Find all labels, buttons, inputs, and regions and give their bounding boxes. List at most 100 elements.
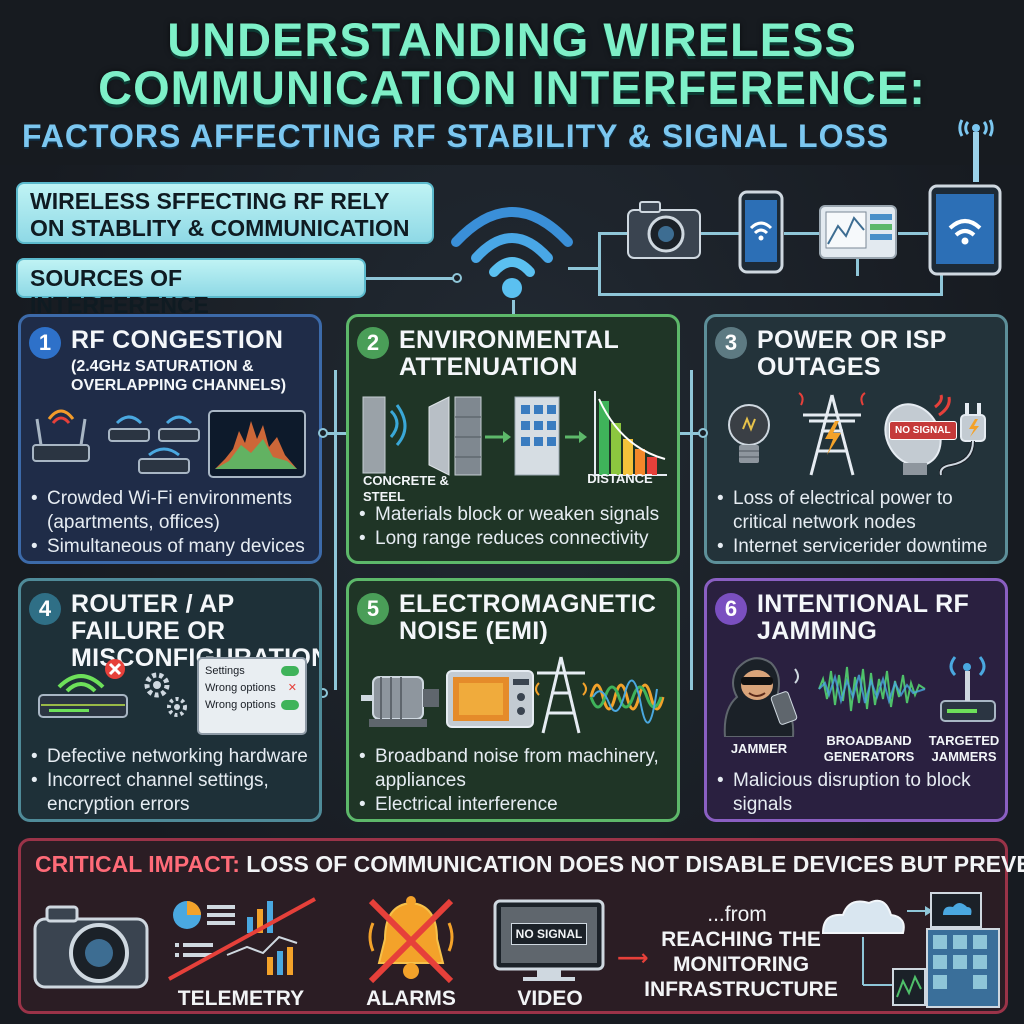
connector-line	[598, 267, 601, 295]
card-title: POWER OR ISP OUTAGES	[757, 326, 947, 381]
impact-item-telemetry: TELEMETRY	[177, 987, 305, 1010]
power-plug-icon	[939, 403, 986, 476]
connector-line	[690, 370, 693, 690]
connector-line	[784, 232, 820, 235]
connector-line	[898, 232, 928, 235]
connector-line	[366, 277, 456, 280]
caption-concrete-steel: CONCRETE & STEEL	[363, 473, 449, 504]
antenna-icon	[958, 119, 994, 182]
toggle-icon	[281, 666, 299, 676]
critical-impact-panel: CRITICAL IMPACT: LOSS OF COMMUNICATION D…	[18, 838, 1024, 1014]
connector-line	[334, 370, 337, 690]
impact-label: CRITICAL IMPACT:	[35, 851, 240, 877]
targeted-jammer-icon	[940, 656, 996, 722]
card-number: 2	[357, 327, 389, 359]
attenuation-diagram-icon	[362, 391, 667, 476]
card-rf-congestion: 1 RF CONGESTION (2.4GHz SATURATION & OVE…	[18, 314, 322, 564]
bullet-item: Malicious disruption to block signals	[717, 769, 1005, 817]
card-rf-jamming: 6 INTENTIONAL RF JAMMING JAMMER BROADBAN…	[704, 578, 1008, 822]
broadband-noise-icon	[818, 666, 926, 712]
connector-dot	[452, 273, 462, 283]
connector-line	[512, 300, 515, 316]
bullet-item: Broadband noise from machinery, applianc…	[359, 745, 677, 793]
camera-icon	[627, 201, 701, 259]
caption-jammer: JAMMER	[730, 741, 788, 756]
settings-row: Wrong options	[205, 697, 299, 714]
settings-label: Settings	[205, 665, 245, 677]
card-bullets: Loss of electrical power to critical net…	[717, 487, 1005, 559]
card-bullets: Malicious disruption to block signals	[717, 769, 1005, 817]
card-title: ELECTROMAGNETIC NOISE (EMI)	[399, 590, 657, 645]
impact-heading: CRITICAL IMPACT: LOSS OF COMMUNICATION D…	[35, 851, 1024, 878]
card-title: RF CONGESTION	[71, 326, 284, 354]
error-x-icon: ✕	[287, 682, 297, 694]
no-signal-badge: NO SIGNAL	[889, 421, 957, 440]
card-number: 3	[715, 327, 747, 359]
cloud-infrastructure-icon	[821, 892, 1000, 1008]
settings-row: Wrong options ✕	[205, 680, 299, 697]
connector-line	[568, 267, 598, 270]
bullet-item: Internet servicerider downtime	[717, 535, 1005, 559]
caption-distance: DISTANCE	[587, 471, 653, 486]
power-line-noise-icon	[535, 656, 665, 734]
caption-targeted-jammers: TARGETED JAMMERS	[928, 733, 1000, 764]
card-bullets: Materials block or weaken signals Long r…	[359, 503, 677, 551]
settings-panel: Settings Wrong options ✕ Wrong options	[197, 657, 307, 735]
alarm-bell-icon	[368, 896, 454, 984]
gear-icon	[144, 672, 187, 717]
impact-item-alarms: ALARMS	[366, 987, 456, 1010]
bullet-item: Simultaneous of many devices	[31, 535, 319, 559]
camera-icon	[33, 905, 149, 989]
connector-dot	[698, 428, 708, 438]
monitor-device-icon	[819, 205, 897, 259]
connector-line	[700, 232, 740, 235]
no-signal-screen-text: NO SIGNAL	[511, 923, 587, 945]
smartphone-icon	[738, 190, 784, 274]
title-line-2: COMMUNICATION INTERFERENCE:	[98, 61, 926, 114]
connector-line	[856, 258, 859, 276]
card-subtitle: (2.4GHz SATURATION & OVERLAPPING CHANNEL…	[71, 358, 287, 394]
connector-line	[598, 232, 628, 235]
toggle-icon	[281, 700, 299, 710]
bullet-item: Incorrect channel settings, encryption e…	[31, 769, 319, 817]
card-title: INTENTIONAL RF JAMMING	[757, 590, 970, 645]
bullet-item: Defective networking hardware	[31, 745, 319, 769]
tablet-icon	[928, 184, 1002, 276]
card-bullets: Broadband noise from machinery, applianc…	[359, 745, 677, 817]
router-error-icon	[38, 659, 128, 718]
lightbulb-icon	[728, 404, 770, 463]
motor-icon	[361, 676, 439, 727]
settings-row: Settings	[205, 663, 299, 680]
card-title: ENVIRONMENTAL ATTENUATION	[399, 326, 619, 381]
caption-broadband-generators: BROADBAND GENERATORS	[823, 733, 915, 764]
card-emi-noise: 5 ELECTROMAGNETIC NOISE (EMI)	[346, 578, 680, 822]
card-router-failure: 4 ROUTER / AP FAILURE OR MISCONFIGURATIO…	[18, 578, 322, 822]
reaching-target-text: REACHING THE MONITORING INFRASTRUCTURE	[644, 928, 838, 1001]
card-power-isp-outages: 3 POWER OR ISP OUTAGES NO SIGNAL	[704, 314, 1008, 564]
wifi-icon	[451, 207, 573, 298]
connector-dot	[318, 428, 328, 438]
power-tower-icon	[798, 392, 866, 476]
card-bullets: Defective networking hardware Incorrect …	[31, 745, 319, 817]
bullet-item: Electrical interference	[359, 793, 677, 817]
bullet-item: Long range reduces connectivity	[359, 527, 677, 551]
card-bullets: Crowded Wi-Fi environments (apartments, …	[31, 487, 319, 559]
card-number: 6	[715, 593, 747, 625]
card-number: 1	[29, 327, 61, 359]
spectrum-monitor-icon	[208, 410, 306, 478]
router-cluster-icon	[32, 409, 200, 474]
settings-label: Wrong options	[205, 682, 276, 694]
arrow-icon: ⟶	[617, 945, 649, 970]
intro-pill: WIRELESS SFFECTING RF RELY ON STABLITY &…	[16, 182, 434, 244]
bullet-item: Loss of electrical power to critical net…	[717, 487, 1005, 535]
impact-text: LOSS OF COMMUNICATION DOES NOT DISABLE D…	[246, 851, 1024, 877]
title-line-1: UNDERSTANDING WIRELESS	[167, 13, 857, 66]
sources-pill: SOURCES OF INTERFERENCE	[16, 258, 366, 318]
subtitle: FACTORS AFFECTING RF STABILITY & SIGNAL …	[22, 118, 890, 154]
connector-line	[598, 293, 942, 296]
impact-item-video: VIDEO	[517, 987, 583, 1010]
bullet-item: Crowded Wi-Fi environments (apartments, …	[31, 487, 319, 535]
connector-line	[940, 270, 943, 296]
card-number: 5	[357, 593, 389, 625]
